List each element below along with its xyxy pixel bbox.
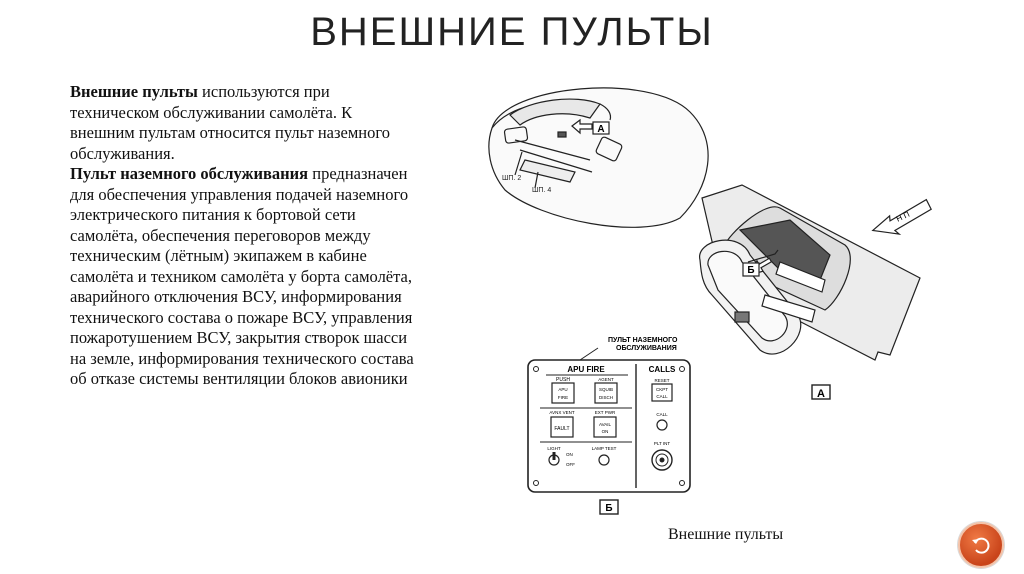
lamp-test-button[interactable] bbox=[598, 454, 610, 466]
callout-a-label: А bbox=[597, 124, 604, 135]
paragraph-1-text: используются при техническом обслуживани… bbox=[70, 82, 390, 163]
panel-title-line1: ПУЛЬТ НАЗЕМНОГО bbox=[608, 337, 678, 344]
call-lamp bbox=[656, 419, 668, 431]
figure-caption: Внешние пульты bbox=[668, 526, 784, 543]
callout-b-box bbox=[742, 262, 760, 277]
body-text: Внешние пульты используются при техничес… bbox=[34, 82, 414, 390]
view-a-label: А bbox=[817, 388, 825, 400]
term-external-panels: Внешние пульты bbox=[70, 82, 198, 101]
apu-text: APU bbox=[558, 387, 567, 392]
label-sp2: ШП. 2 bbox=[502, 175, 521, 182]
avnx-vent-label: AVNX VENT bbox=[549, 410, 574, 415]
light-off-label: OFF bbox=[566, 462, 575, 467]
cockpit-call-button[interactable] bbox=[651, 383, 673, 402]
reset-label: RESET bbox=[654, 378, 669, 383]
fire-text: FIRE bbox=[558, 395, 568, 400]
calls-label: CALLS bbox=[649, 365, 676, 374]
disch-text: DISCH bbox=[599, 395, 613, 400]
ext-pwr-button[interactable] bbox=[593, 416, 617, 438]
ext-pwr-label: EXT PWR bbox=[595, 410, 616, 415]
paragraph-1: Внешние пульты используются при техничес… bbox=[34, 82, 414, 164]
plt-int-label: PLT INT bbox=[654, 441, 671, 446]
view-b-box bbox=[599, 499, 619, 515]
paragraph-2: Пульт наземного обслуживания предназначе… bbox=[34, 164, 414, 390]
apu-fire-label: APU FIRE bbox=[567, 365, 605, 374]
nav-return-button[interactable] bbox=[958, 522, 1004, 568]
push-label: PUSH bbox=[556, 377, 570, 383]
avail-text: AVAIL bbox=[599, 422, 612, 427]
view-a-box bbox=[811, 384, 831, 400]
return-arrow-icon bbox=[972, 537, 990, 554]
open-panel-drawing bbox=[699, 184, 921, 361]
agent-label: AGENT bbox=[598, 377, 614, 382]
light-label: LIGHT bbox=[547, 446, 561, 451]
call-label: CALL bbox=[656, 412, 668, 417]
apu-fire-button[interactable] bbox=[551, 382, 575, 404]
fault-text: FAULT bbox=[554, 426, 569, 432]
squib-disch-button[interactable] bbox=[594, 382, 618, 404]
callout-a-box bbox=[592, 121, 610, 135]
external-panels-figure: А ШП. 2 ШП. 4 Б Н П А ПУЛЬТ НАЗЕМНОГО bbox=[480, 80, 940, 520]
squib-text: SQUIB bbox=[599, 387, 613, 392]
direction-arrow bbox=[871, 198, 932, 236]
view-b-label: Б bbox=[605, 503, 612, 514]
light-on-label: ON bbox=[566, 452, 573, 457]
paragraph-2-text: предназначен для обеспечения управления … bbox=[70, 164, 414, 388]
callout-b-label: Б bbox=[747, 265, 754, 276]
aircraft-nose-drawing bbox=[488, 87, 709, 228]
call-btn-text: CALL bbox=[656, 394, 668, 399]
ground-service-panel: ПУЛЬТ НАЗЕМНОГО ОБСЛУЖИВАНИЯ APU FIRE CA… bbox=[527, 337, 691, 493]
lamp-test-label: LAMP TEST bbox=[592, 446, 617, 451]
label-sp4: ШП. 4 bbox=[532, 187, 551, 194]
panel-title-line2: ОБСЛУЖИВАНИЯ bbox=[616, 345, 677, 352]
ckpt-text: CKPT bbox=[656, 387, 668, 392]
term-ground-panel: Пульт наземного обслуживания bbox=[70, 164, 309, 183]
on-btn-text: ON bbox=[602, 429, 609, 434]
slide-title: ВНЕШНИЕ ПУЛЬТЫ bbox=[310, 10, 714, 54]
figure-drawing: А ШП. 2 ШП. 4 Б Н П А ПУЛЬТ НАЗЕМНОГО bbox=[488, 87, 932, 515]
avnx-fault-indicator bbox=[550, 416, 574, 438]
